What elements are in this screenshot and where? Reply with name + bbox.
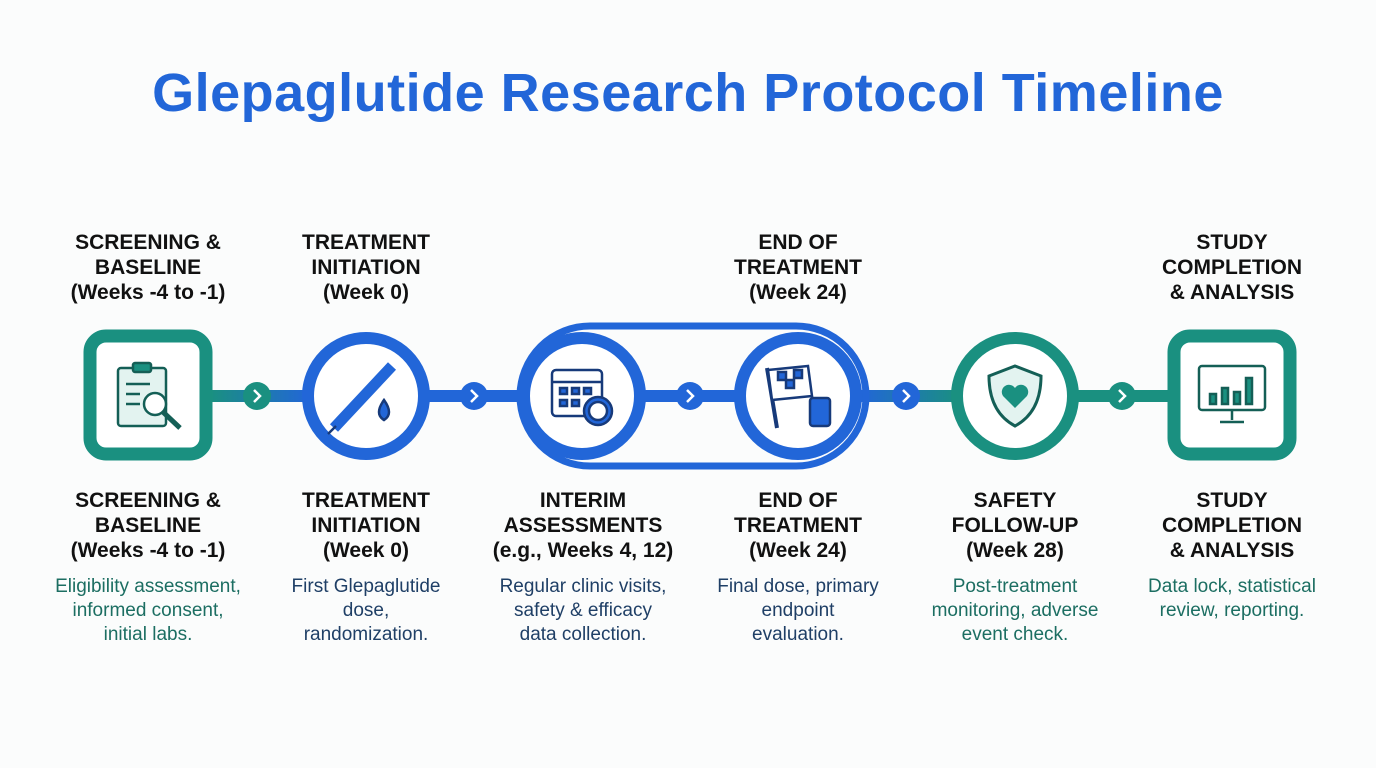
- stage-title: SCREENING &: [75, 489, 221, 512]
- monitor-chart-icon: [1197, 364, 1267, 424]
- stage-desc: informed consent,: [72, 600, 224, 621]
- label-line: SCREENING &: [75, 231, 221, 254]
- finish-flag-medicine-icon: [765, 364, 832, 429]
- stage-timing: (Week 0): [323, 539, 409, 562]
- stage-timing: (Week 28): [966, 539, 1064, 562]
- stage-desc: dose,: [342, 600, 390, 621]
- stage-node-1: [83, 329, 213, 461]
- stage-desc: data collection.: [519, 624, 647, 645]
- stage-desc: monitoring, adverse: [931, 600, 1099, 621]
- stage-timing: (Weeks -4 to -1): [70, 539, 226, 562]
- stage-title: BASELINE: [94, 514, 202, 537]
- stage-node-4: [734, 332, 862, 460]
- label-line: STUDY: [1196, 231, 1268, 254]
- stage-desc: Post-treatment: [952, 576, 1078, 597]
- stage-desc: endpoint: [761, 600, 835, 621]
- label-line: (Week 0): [323, 281, 409, 304]
- stage-screening: SCREENING &BASELINE(Weeks -4 to -1) Elig…: [33, 488, 263, 647]
- calendar-clock-icon: [550, 368, 614, 427]
- stage-title: TREATMENT: [734, 514, 862, 537]
- chevron-right-icons: [243, 382, 1136, 410]
- stage-desc: randomization.: [303, 624, 429, 645]
- stage-title: INITIATION: [311, 514, 421, 537]
- stage-title: COMPLETION: [1162, 514, 1302, 537]
- label-line: BASELINE: [94, 256, 202, 279]
- label-line: TREATMENT: [734, 256, 862, 279]
- stage-title: INTERIM: [539, 489, 627, 512]
- label-line: (Weeks -4 to -1): [70, 281, 226, 304]
- stage-title: STUDY: [1196, 489, 1268, 512]
- label-line: INITIATION: [311, 256, 421, 279]
- label-line: END OF: [758, 231, 838, 254]
- stage-title: TREATMENT: [302, 489, 430, 512]
- stage-desc: First Glepaglutide: [291, 576, 441, 597]
- stage-desc: review, reporting.: [1159, 600, 1305, 621]
- label-line: (Week 24): [749, 281, 847, 304]
- label-line: TREATMENT: [302, 231, 430, 254]
- clipboard-search-icon: [116, 361, 182, 430]
- stage-title: SAFETY: [973, 489, 1057, 512]
- label-line: COMPLETION: [1162, 256, 1302, 279]
- stage-title: ASSESSMENTS: [503, 514, 663, 537]
- stage-desc: Data lock, statistical: [1148, 576, 1316, 597]
- stage-timing: (Week 24): [749, 539, 847, 562]
- page-title: Glepaglutide Research Protocol Timeline: [152, 63, 1224, 123]
- stage-desc: event check.: [961, 624, 1069, 645]
- stage-title: END OF: [758, 489, 838, 512]
- stage-desc: initial labs.: [103, 624, 193, 645]
- stage-node-3: [518, 332, 646, 460]
- stage-node-5: [951, 332, 1079, 460]
- stage-desc: safety & efficacy: [514, 600, 652, 621]
- stage-desc: Final dose, primary: [717, 576, 879, 597]
- shield-heart-icon: [987, 364, 1043, 428]
- stage-node-2: [302, 332, 430, 460]
- stage-timing: & ANALYSIS: [1169, 539, 1295, 562]
- stage-timing: (e.g., Weeks 4, 12): [492, 539, 674, 562]
- stage-node-6: [1167, 329, 1297, 461]
- label-line: & ANALYSIS: [1169, 281, 1295, 304]
- stage-desc: evaluation.: [752, 624, 844, 645]
- stage-desc: Eligibility assessment,: [55, 576, 241, 597]
- timeline-diagram: [83, 322, 1297, 470]
- injection-pen-icon: [327, 362, 397, 435]
- stage-title: FOLLOW-UP: [951, 514, 1079, 537]
- top-label-screening: SCREENING &BASELINE(Weeks -4 to -1): [33, 230, 263, 305]
- stage-desc: Regular clinic visits,: [499, 576, 667, 597]
